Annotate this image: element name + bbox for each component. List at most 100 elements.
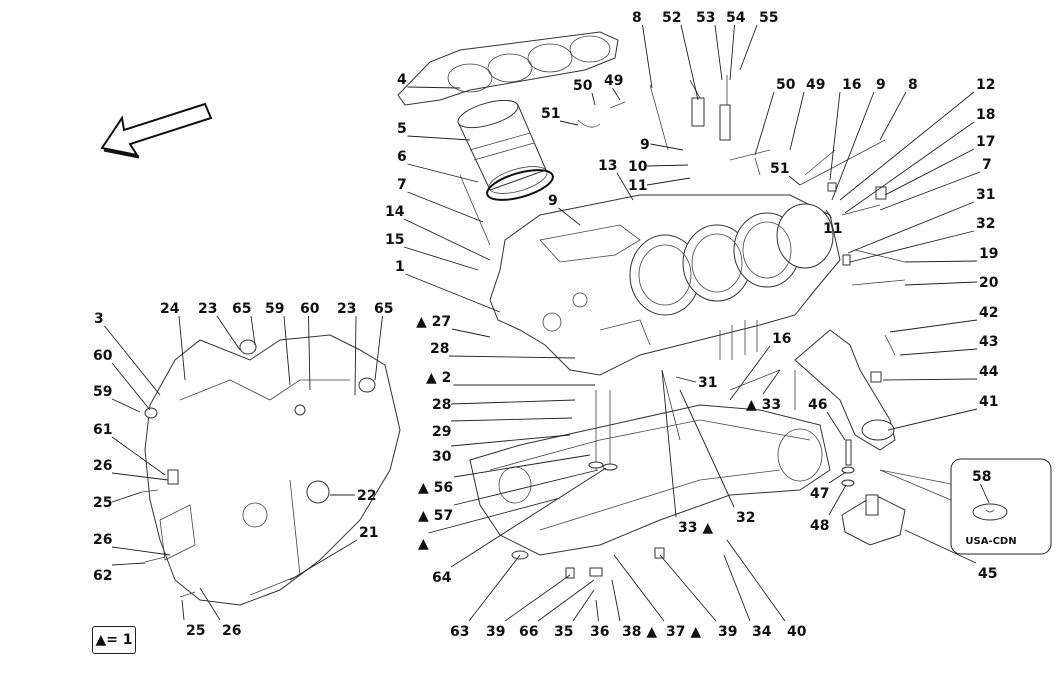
callout-57: ▲ 57 (418, 508, 453, 524)
leader-line-40 (726, 539, 786, 622)
leader-line-37 (613, 554, 665, 622)
callout-47: 47 (810, 486, 829, 502)
callout-61: 61 (93, 422, 112, 438)
leader-line-14 (403, 218, 491, 261)
callout-49b: 49 (806, 77, 825, 93)
callout-17: 17 (976, 134, 995, 150)
leader-line-30 (450, 434, 571, 447)
callout-59a: 59 (265, 301, 284, 317)
leader-line-26a (111, 472, 169, 481)
callout-8a: 8 (632, 10, 642, 26)
leader-line-48 (828, 484, 847, 516)
leader-line-31a (675, 376, 697, 383)
leader-line-20 (904, 281, 978, 286)
callout-28b: 28 (432, 397, 451, 413)
legend-key: ▲= 1 (92, 626, 136, 654)
leader-line-25b (181, 599, 185, 621)
leader-line-50a (591, 92, 596, 106)
leader-line-51a (559, 120, 579, 126)
leader-line-51b (788, 175, 801, 186)
callout-48: 48 (810, 518, 829, 534)
leader-line-42 (889, 319, 978, 333)
leader-line-59a (283, 315, 291, 386)
leader-line-57 (453, 469, 599, 506)
callout-65a: 65 (232, 301, 251, 317)
callout-26c: 26 (222, 623, 241, 639)
callout-65b: 65 (374, 301, 393, 317)
callout-49a: 49 (604, 73, 623, 89)
callout-19: 19 (979, 246, 998, 262)
leader-line-64 (450, 467, 607, 568)
callout-6: 6 (397, 149, 407, 165)
callout-35: 35 (554, 624, 573, 640)
callout-25b: 25 (186, 623, 205, 639)
callout-43: 43 (979, 334, 998, 350)
leader-line-56 (453, 454, 591, 478)
callout-58: 58 (972, 469, 991, 485)
callout-60b: 60 (93, 348, 113, 364)
leader-line-28a (448, 355, 576, 359)
leader-line-46 (826, 411, 846, 441)
leader-line-38 (611, 579, 621, 622)
leader-line-45 (904, 529, 977, 564)
callout-14: 14 (385, 204, 405, 220)
callout-29: 29 (432, 424, 451, 440)
callout-7a: 7 (397, 177, 407, 193)
callout-31b: 31 (976, 187, 995, 203)
leader-line-33b (762, 369, 781, 395)
callout-tri: ▲ (418, 536, 429, 552)
leader-line-13 (616, 172, 634, 201)
leader-line-18 (844, 121, 975, 214)
callout-39a: 39 (486, 624, 505, 640)
leader-line-7a (407, 191, 484, 223)
callout-9c: 9 (876, 77, 886, 93)
callout-22: 22 (357, 488, 376, 504)
callout-39b: 39 (718, 624, 737, 640)
callout-23b: 23 (337, 301, 356, 317)
callout-9b: 9 (548, 193, 558, 209)
callout-26a: 26 (93, 458, 112, 474)
leader-line-6 (407, 163, 479, 183)
leader-line-29 (450, 417, 573, 422)
callout-21: 21 (359, 525, 378, 541)
leader-line-26b (111, 546, 171, 556)
leader-line-60b (111, 362, 151, 411)
callout-50b: 50 (776, 77, 796, 93)
leader-line-53 (714, 24, 723, 81)
leader-line-7b (879, 171, 981, 211)
leader-line-12 (839, 91, 975, 201)
callout-16a: 16 (772, 331, 791, 347)
leader-line-9a (650, 143, 684, 151)
leader-line-23b (354, 315, 357, 396)
callout-2: ▲ 2 (426, 370, 451, 386)
leader-line-39b (659, 554, 717, 622)
leader-line-8b (879, 91, 907, 141)
leader-line-11b (825, 209, 832, 219)
leader-line-58 (980, 483, 990, 504)
leader-line-65b (374, 315, 383, 381)
leader-line-31b (847, 201, 975, 254)
engine-mount-bracket (794, 329, 896, 451)
leader-line-21 (289, 539, 358, 581)
leader-line-66 (537, 579, 595, 622)
leader-line-62 (111, 562, 146, 566)
callout-31a: 31 (698, 375, 717, 391)
engine-mount (841, 494, 906, 546)
callout-15: 15 (385, 232, 404, 248)
callout-60a: 60 (300, 301, 320, 317)
callout-53: 53 (696, 10, 715, 26)
callout-56: ▲ 56 (418, 480, 453, 496)
leader-line-60a (308, 315, 311, 391)
leader-line-9b (558, 207, 581, 226)
legend-text: ▲= 1 (95, 632, 133, 648)
leader-line-34 (723, 554, 751, 622)
leader-lines (104, 24, 990, 622)
callout-36: 36 (590, 624, 609, 640)
leader-line-11a (646, 177, 691, 186)
callout-3: 3 (94, 311, 104, 327)
callout-51b: 51 (770, 161, 789, 177)
callout-51a: 51 (541, 106, 560, 122)
leader-line-15 (403, 246, 479, 271)
leader-line-17 (884, 148, 975, 196)
leader-line-32a (679, 389, 735, 508)
